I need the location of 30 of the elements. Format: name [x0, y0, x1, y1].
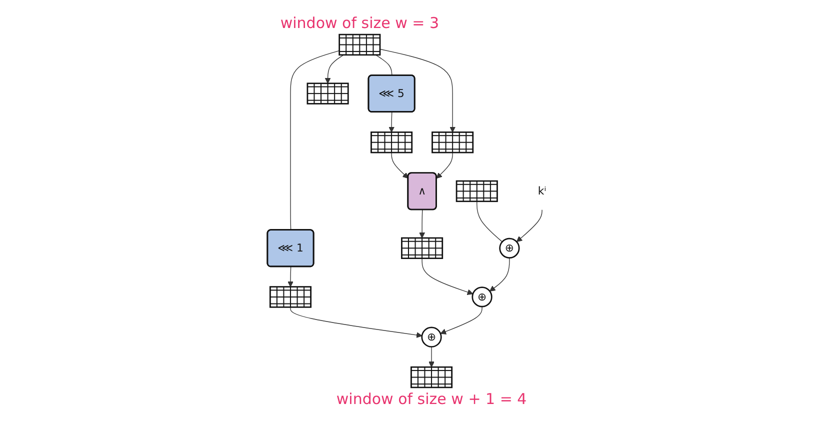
- arrow: [419, 210, 426, 238]
- node-bar: [432, 132, 474, 154]
- arrow: [490, 257, 510, 292]
- node-circle: ⊕: [499, 238, 520, 258]
- node-bar: [370, 132, 413, 154]
- node-bar: [270, 286, 312, 308]
- arrow: [391, 152, 409, 179]
- node-bar: [456, 180, 498, 202]
- arrow: [324, 54, 344, 84]
- arrow: [290, 306, 422, 338]
- node-bar: [401, 237, 444, 259]
- arrow: [422, 258, 474, 295]
- node-bar: [306, 82, 349, 104]
- arrow: [428, 346, 435, 368]
- connector: [290, 50, 340, 231]
- node-text: kⁱ: [538, 184, 546, 198]
- arrow: [440, 306, 482, 334]
- node-circle: ⊕: [472, 286, 492, 308]
- arrow: [388, 112, 395, 132]
- arrow: [380, 48, 456, 132]
- node-circle: ⊕: [421, 326, 442, 348]
- arrow: [436, 152, 453, 179]
- node-bar: [338, 34, 381, 56]
- window-caption: window of size w = 3: [280, 14, 440, 32]
- connector: [375, 54, 392, 76]
- node-bar: [410, 366, 453, 388]
- connector: [476, 201, 503, 242]
- arrow: [516, 209, 542, 242]
- arrow: [288, 266, 294, 288]
- window-caption: window of size w + 1 = 4: [336, 390, 527, 408]
